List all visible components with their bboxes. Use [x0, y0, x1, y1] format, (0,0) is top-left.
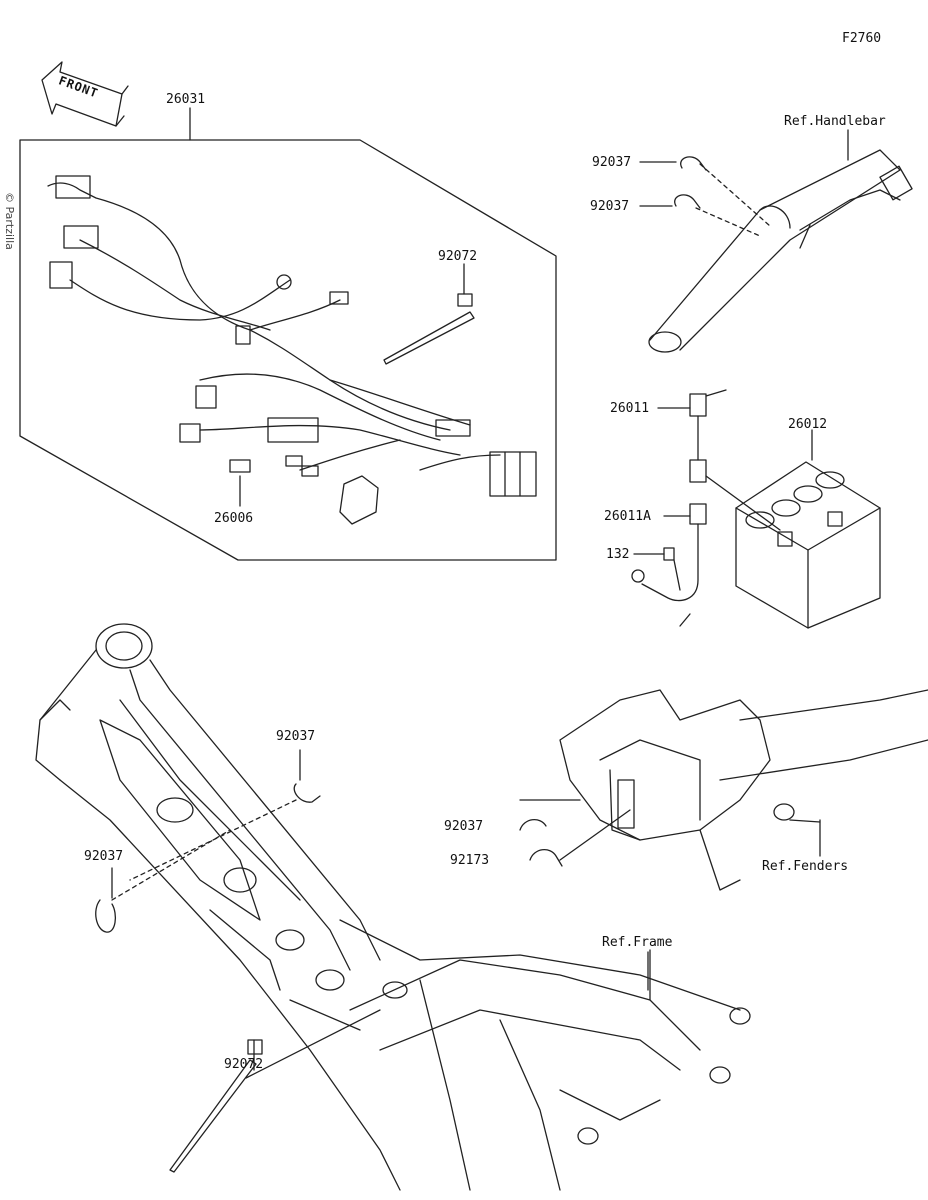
battery-leads — [632, 390, 780, 626]
ref-handlebar[interactable]: Ref.Handlebar — [784, 114, 886, 129]
part-92037-frame-lower[interactable]: 92037 — [84, 849, 124, 864]
motorcycle-frame — [36, 624, 750, 1190]
part-26006[interactable]: 26006 — [214, 511, 254, 526]
watermark: © Partzilla — [3, 192, 16, 250]
battery — [736, 430, 880, 628]
part-92072-bottom[interactable]: 92072 — [224, 1057, 264, 1072]
part-92037-handlebar-b[interactable]: 92037 — [590, 199, 630, 214]
ref-fenders[interactable]: Ref.Fenders — [762, 859, 849, 874]
part-132[interactable]: 132 — [606, 547, 630, 562]
part-92173[interactable]: 92173 — [450, 853, 490, 868]
part-92037-battery[interactable]: 92037 — [444, 819, 484, 834]
diagram-id: F2760 — [842, 31, 882, 46]
wiring-harness — [48, 176, 536, 524]
tie-strap-bottom — [170, 1010, 380, 1172]
part-26011A[interactable]: 26011A — [604, 509, 651, 524]
part-92072-top[interactable]: 92072 — [438, 249, 478, 264]
battery-case — [520, 690, 928, 890]
part-92037-handlebar-a[interactable]: 92037 — [592, 155, 632, 170]
part-26031[interactable]: 26031 — [166, 92, 206, 107]
frame-clamps — [96, 750, 320, 932]
front-arrow-icon — [42, 62, 128, 126]
ref-frame[interactable]: Ref.Frame — [602, 935, 673, 950]
part-26012[interactable]: 26012 — [788, 417, 828, 432]
harness-box — [20, 108, 556, 560]
part-92037-frame-upper[interactable]: 92037 — [276, 729, 316, 744]
tie-strap-top — [384, 264, 474, 364]
part-26011[interactable]: 26011 — [610, 401, 650, 416]
handlebar — [640, 130, 912, 352]
